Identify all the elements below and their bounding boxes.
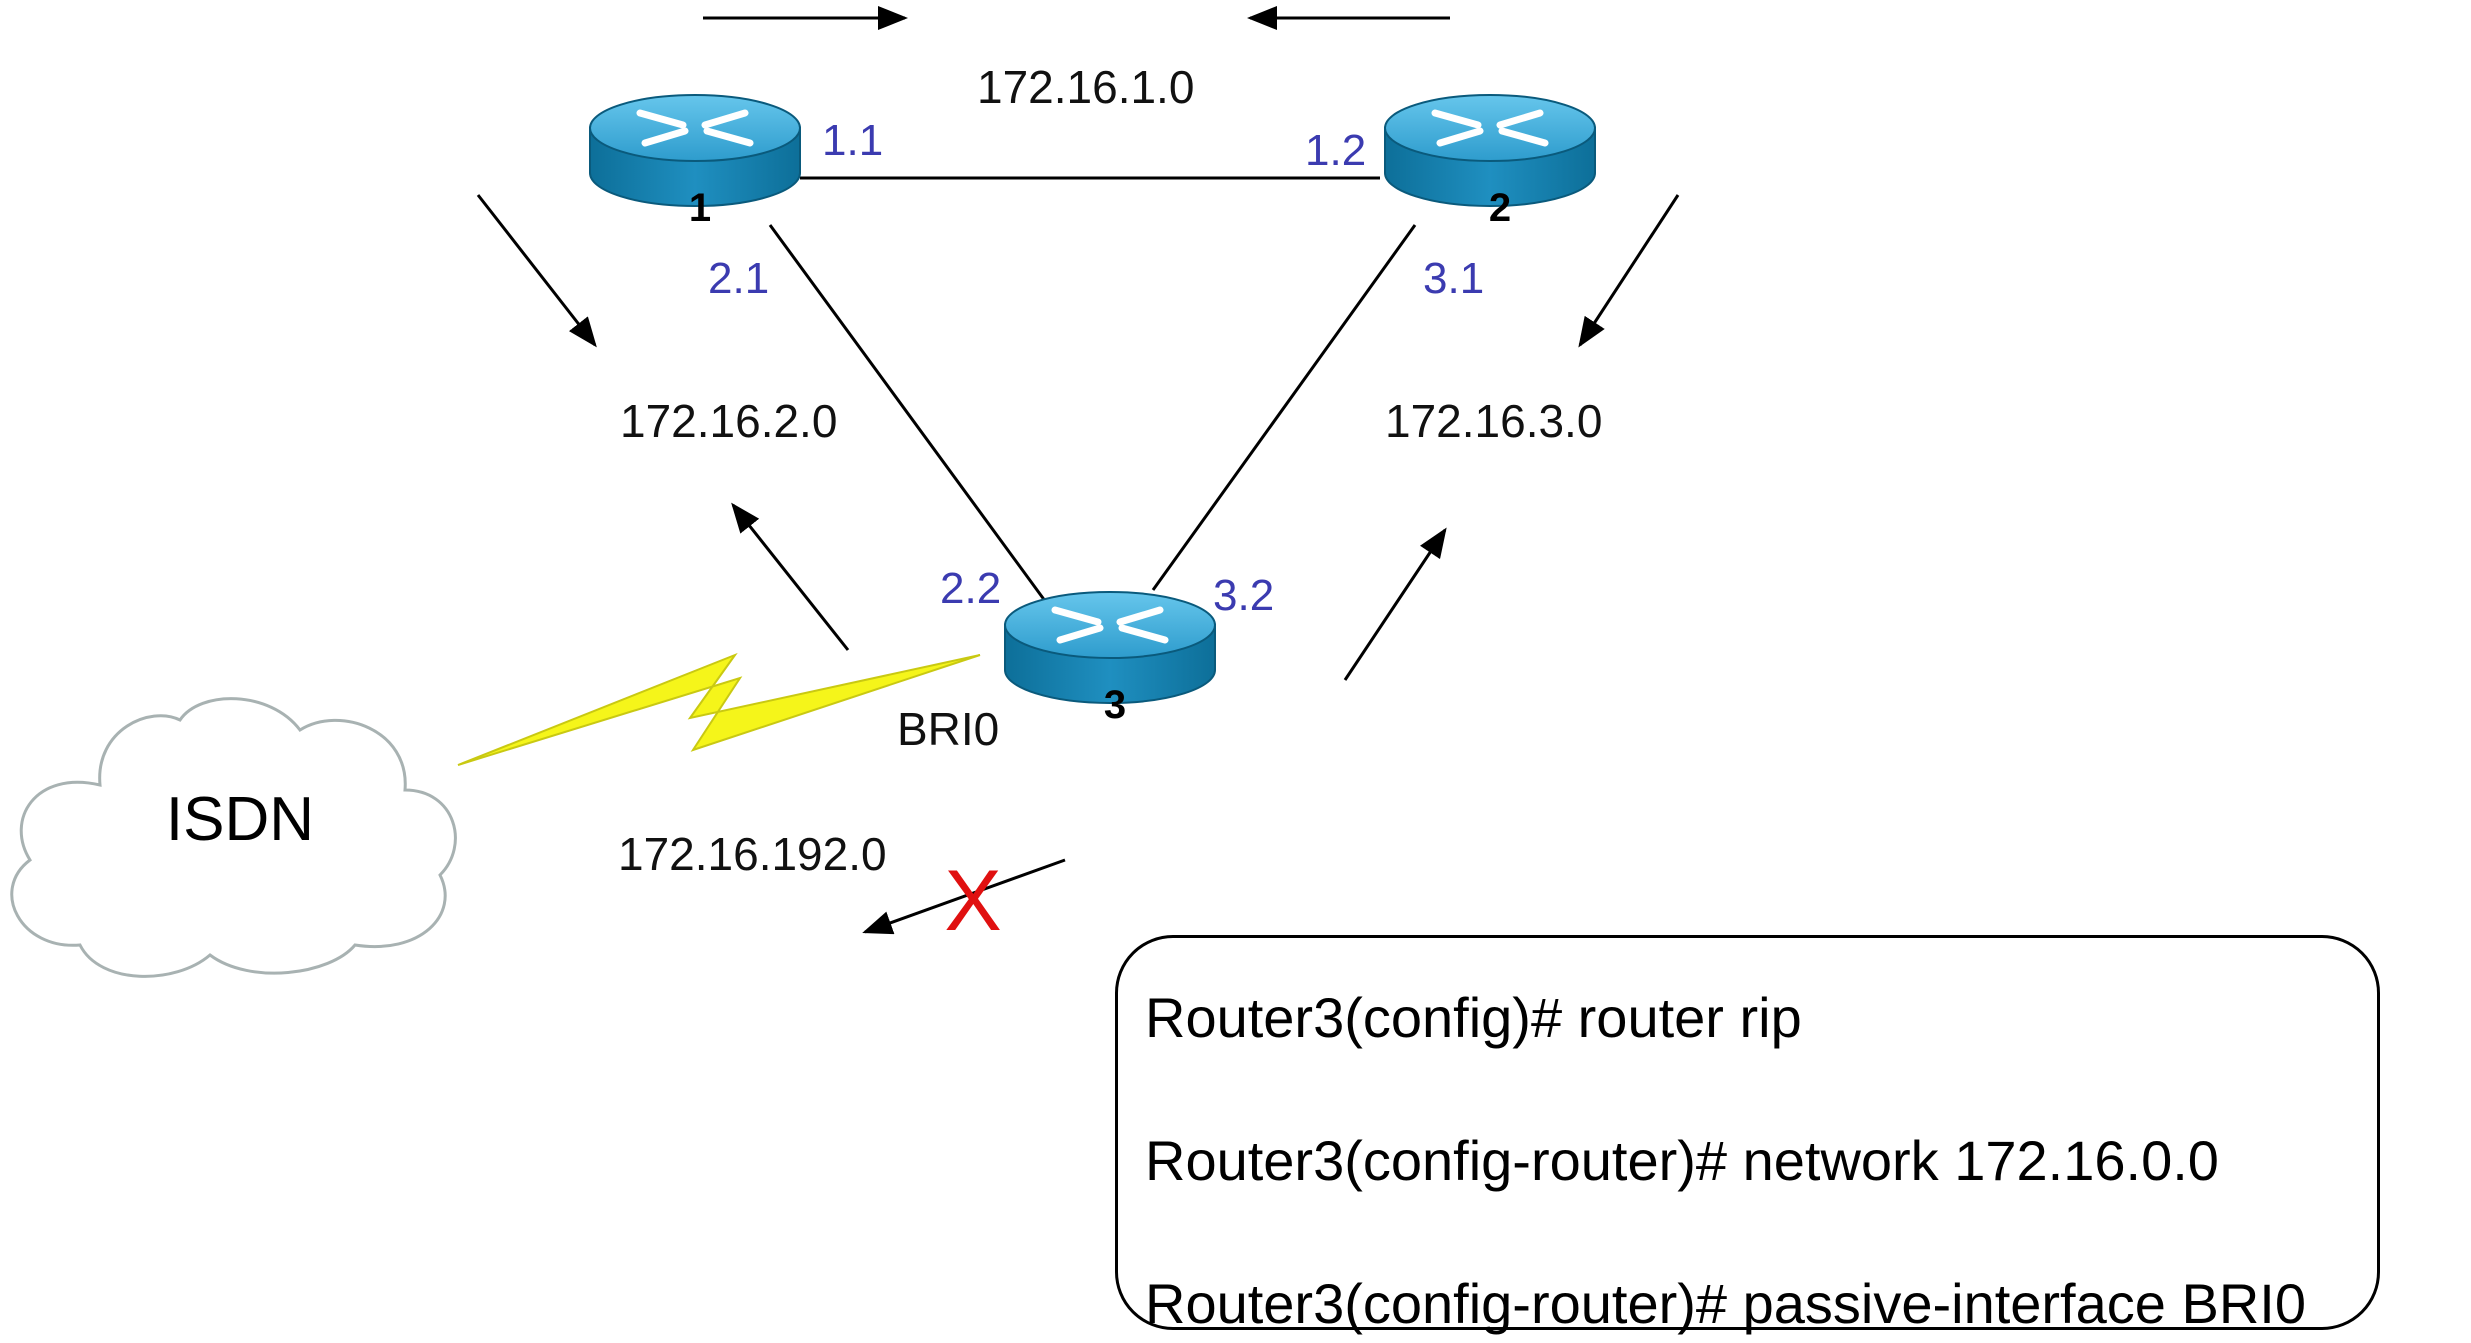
network-label-172-16-1-0: 172.16.1.0 (977, 61, 1194, 113)
router-3: 3 (1004, 591, 1216, 727)
router-arrows-icon (1051, 606, 1169, 644)
arrow-left-up (731, 502, 850, 651)
config-line-router-rip: Router3(config)# router rip (1145, 986, 1802, 1049)
arrow-left-down (476, 194, 597, 348)
arrow-isdn-blocked (862, 858, 1066, 935)
network-label-172-16-192-0: 172.16.192.0 (618, 828, 887, 880)
config-line-passive-interface: Router3(config-router)# passive-interfac… (1145, 1272, 2306, 1335)
router-arrows-icon (636, 109, 754, 147)
interface-label-r3-3-2: 3.2 (1213, 571, 1274, 620)
network-label-172-16-2-0: 172.16.2.0 (620, 395, 837, 447)
isdn-cloud-label: ISDN (166, 785, 314, 854)
interface-label-bri0: BRI0 (897, 703, 999, 755)
interface-label-r1-2-1: 2.1 (708, 254, 769, 303)
interface-label-r2-1-2: 1.2 (1305, 126, 1366, 175)
arrow-right-down (1578, 194, 1680, 348)
link-r1-r3 (768, 224, 1050, 606)
isdn-lightning-link (457, 652, 981, 766)
network-label-172-16-3-0: 172.16.3.0 (1385, 395, 1602, 447)
router-1-label: 1 (689, 186, 711, 230)
arrow-right-up (1343, 527, 1447, 681)
config-box: Router3(config)# router rip Router3(conf… (1115, 935, 2380, 1335)
blocked-mark: X (944, 853, 1001, 949)
interface-label-r2-3-1: 3.1 (1423, 254, 1484, 303)
router-2-label: 2 (1489, 186, 1511, 230)
router-1: 1 (589, 94, 801, 230)
router-3-label: 3 (1104, 683, 1126, 727)
interface-label-r3-2-2: 2.2 (940, 564, 1001, 613)
link-r2-r3 (1151, 224, 1417, 591)
config-line-network: Router3(config-router)# network 172.16.0… (1145, 1129, 2219, 1192)
interface-label-r1-1-1: 1.1 (822, 116, 883, 165)
router-arrows-icon (1431, 109, 1549, 147)
isdn-cloud (10, 697, 457, 978)
router-2: 2 (1384, 94, 1596, 230)
